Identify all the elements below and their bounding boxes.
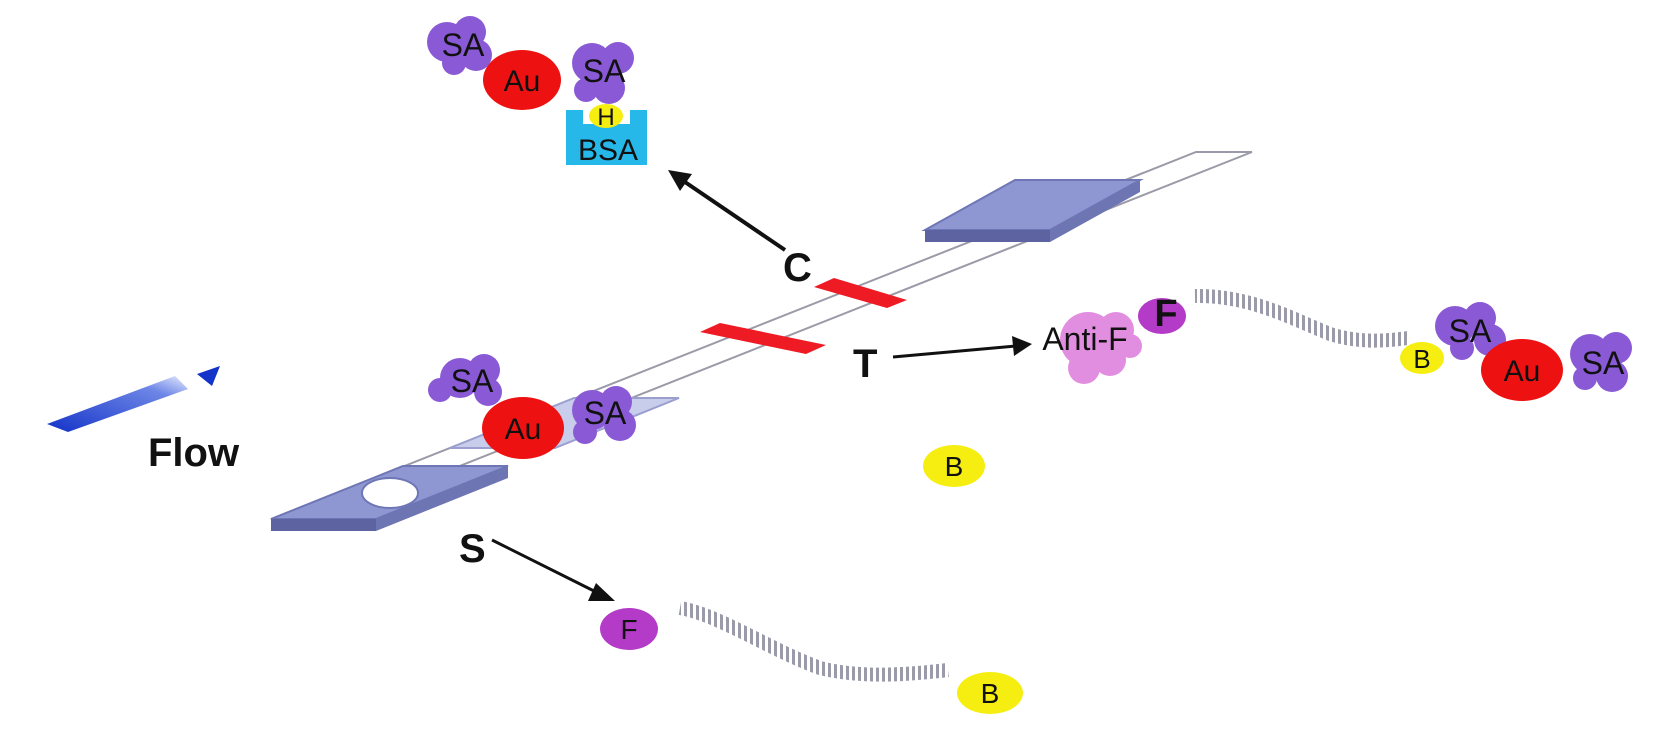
flow-arrow [47,366,220,432]
streptavidin-left [427,16,492,75]
fitc-dot [600,608,658,650]
free-biotin-label: B [945,451,964,482]
fitc-label: F [620,614,637,645]
bsa-label: BSA [578,134,638,167]
streptavidin-right [572,386,636,444]
fitc-label: F [1154,293,1177,335]
arrow-s-to-probe [491,538,615,601]
bsa-hapten-block [566,104,647,165]
au-label: Au [505,413,542,446]
sa-left-label: SA [442,27,485,63]
control-zone-label: C [783,246,812,290]
test-zone-label: T [853,342,877,386]
sa-right-label: SA [584,395,627,431]
sa-right-label: SA [1582,345,1625,381]
sample-zone-label: S [459,527,486,571]
free-biotin: B [923,445,985,487]
gold-particle [482,397,564,459]
gold-particle [1481,339,1563,401]
au-label: Au [504,65,541,98]
streptavidin-top [428,354,502,406]
dna-strand [678,601,949,682]
sa-top-label: SA [451,363,494,399]
absorbent-pad [921,179,1144,242]
sa-right-label: SA [583,53,626,89]
hapten-label: H [597,104,614,131]
flow-label: Flow [148,431,240,475]
biotin-label: B [981,678,1000,709]
arrow-t-to-antibody [892,336,1032,359]
au-label: Au [1504,355,1541,388]
streptavidin-right [1570,332,1632,392]
sample-pad [270,465,509,531]
biotin-dot [1400,342,1444,374]
sample-well [361,477,419,509]
anti-fitc-antibody [1060,312,1142,384]
dna-strand [1194,288,1409,348]
control-complex: H BSA SA Au SA [427,16,647,167]
biotin-label: B [1413,344,1430,374]
hapten-dot [589,104,623,128]
arrow-c-to-complex [668,170,787,252]
test-complex: Anti-F F B SA Au SA [1042,288,1632,401]
fitc-dot [1138,298,1186,334]
biotin-dot [957,672,1023,714]
conjugate-particle: SA Au SA [428,354,636,459]
streptavidin-top [1435,302,1506,360]
streptavidin-right [572,42,634,104]
sample-probe: F B [600,601,1023,714]
test-line [700,323,826,354]
sa-top-label: SA [1449,313,1492,349]
gold-particle [483,50,561,110]
anti-f-label: Anti-F [1042,321,1127,357]
control-line [814,278,907,308]
